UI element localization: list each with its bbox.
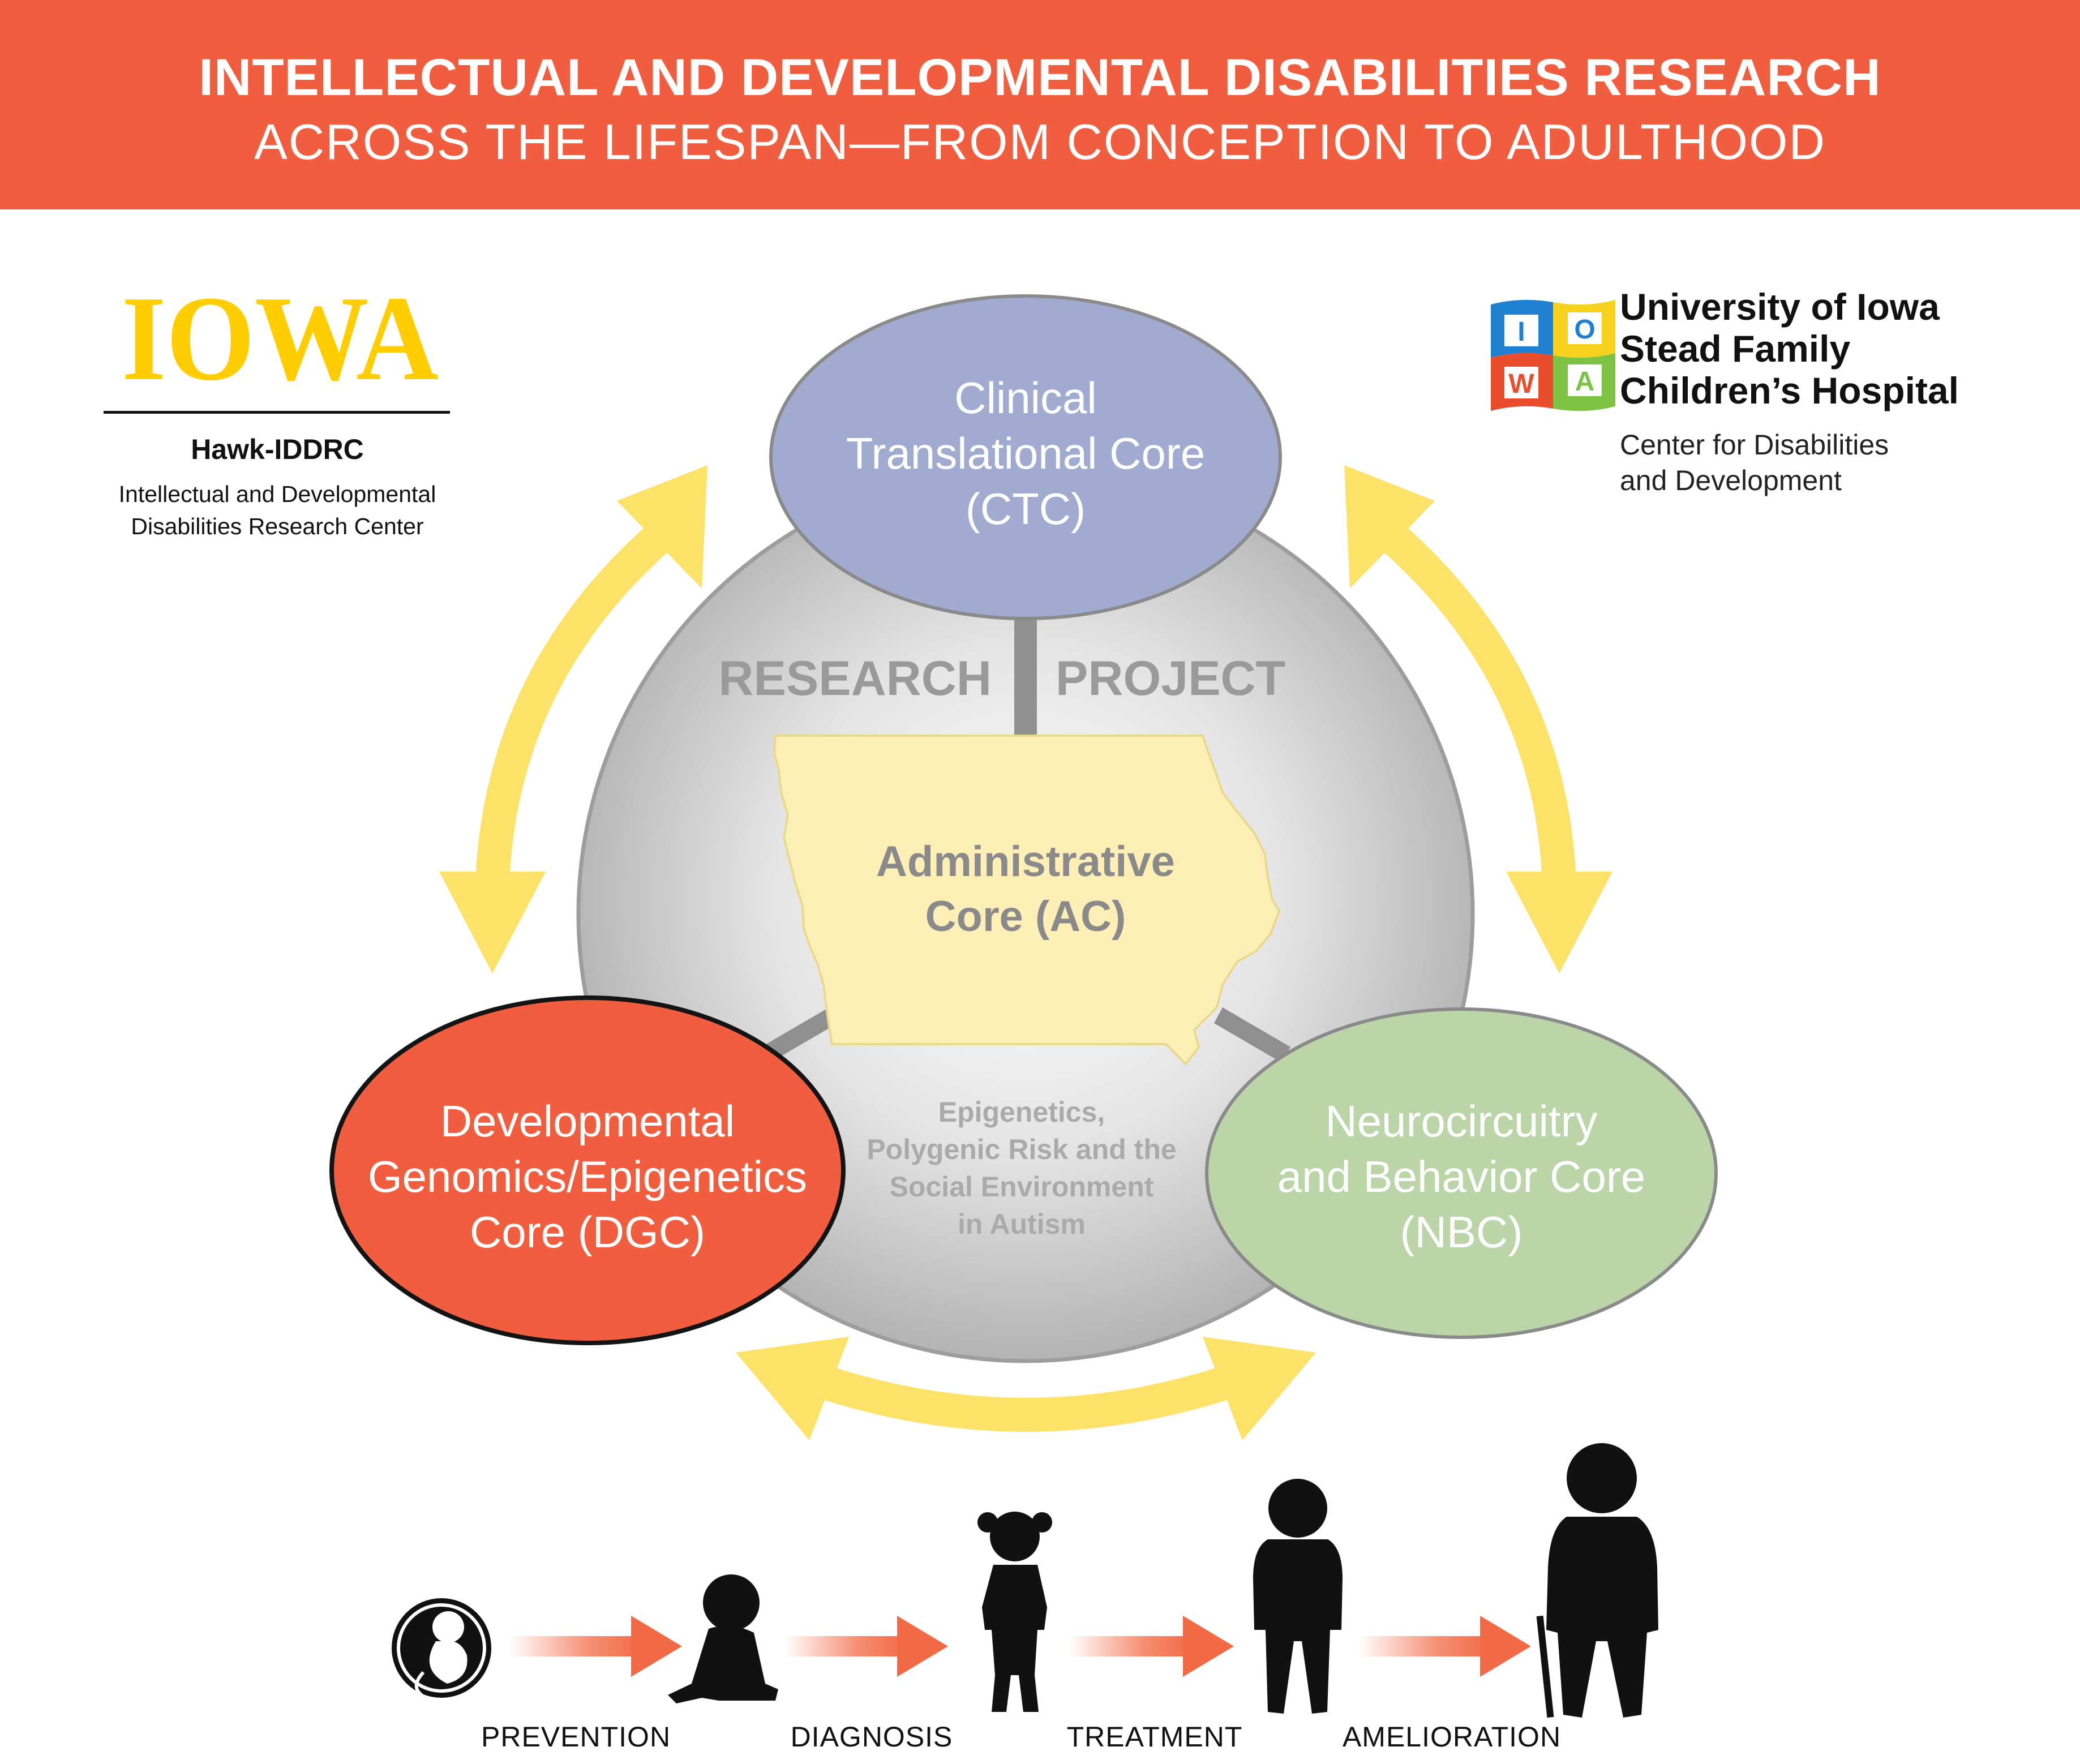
bottom-arrow-shaft: [824, 1367, 1228, 1432]
dgc-core-label: Core (DGC): [470, 1207, 705, 1257]
project-label: PROJECT: [1056, 651, 1285, 706]
arrow-head-icon: [617, 465, 707, 589]
connector-bar: [1214, 1007, 1290, 1063]
lifespan-arrow-shaft: [784, 1636, 906, 1656]
hospital-department-line: and Development: [1620, 465, 1842, 496]
flag-letter: A: [1575, 367, 1595, 397]
left-arrow-shaft: [475, 519, 676, 884]
hospital-name-line: Stead Family: [1620, 328, 1851, 370]
flag-tile: [1568, 312, 1602, 344]
dgc-core-ellipse: [329, 995, 846, 1345]
center-description-line: Disabilities Research Center: [131, 513, 424, 539]
flag-tile: [1504, 367, 1538, 398]
arrow-head-icon: [1203, 1337, 1316, 1440]
center-description: Intellectual and Developmental Disabilit…: [91, 478, 464, 543]
hospital-flag-logo: I O W A: [1491, 299, 1615, 411]
project-description: Epigenetics,: [938, 1096, 1105, 1128]
hospital-name-line: Children’s Hospital: [1620, 370, 1959, 411]
dgc-core-label: Developmental: [440, 1096, 735, 1146]
flag-letter: I: [1517, 317, 1525, 347]
arrow-head-icon: [1344, 465, 1435, 589]
nbc-core-label: (NBC): [1400, 1207, 1523, 1257]
teen-icon: [1253, 1479, 1343, 1714]
flag-letter: W: [1508, 369, 1534, 399]
research-label: RESEARCH: [718, 651, 992, 706]
lifespan-arrow-shaft: [1070, 1636, 1191, 1656]
stage-label-amelioration: AMELIORATION: [1342, 1721, 1562, 1753]
child-icon: [977, 1512, 1052, 1712]
project-description: in Autism: [958, 1208, 1086, 1240]
nbc-core-label: Neurocircuitry: [1325, 1096, 1597, 1146]
arrow-head-icon: [439, 872, 546, 973]
hospital-department: Center for Disabilities and Development: [1620, 427, 1889, 499]
lifespan-arrows: [509, 1616, 1531, 1677]
hospital-name: University of Iowa Stead Family Children…: [1620, 286, 1959, 411]
lifespan-arrow-head-icon: [1480, 1616, 1531, 1677]
right-arrow-shaft: [1375, 519, 1576, 884]
lifespan-arrow-shaft: [509, 1636, 642, 1656]
flag-tile: [1568, 364, 1602, 396]
lifespan-arrow-head-icon: [1183, 1616, 1234, 1677]
flag-letter: O: [1574, 315, 1595, 345]
arrow-head-icon: [1506, 872, 1612, 973]
flag-tile: [1504, 315, 1538, 346]
iowa-state-shape: [773, 735, 1281, 1066]
stage-label-diagnosis: DIAGNOSIS: [790, 1721, 953, 1753]
ctc-core-label: Translational Core: [846, 428, 1205, 478]
logo-divider: [104, 411, 450, 414]
admin-core-label: Core (AC): [925, 892, 1126, 941]
connector-bar: [1014, 611, 1037, 736]
project-description: Polygenic Risk and the: [867, 1134, 1176, 1165]
project-description: Social Environment: [890, 1171, 1154, 1203]
title-banner: INTELLECTUAL AND DEVELOPMENTAL DISABILIT…: [0, 0, 2080, 209]
nbc-core-ellipse: [1205, 1007, 1718, 1339]
connector-bar: [761, 1007, 838, 1063]
arrow-head-icon: [736, 1337, 849, 1440]
center-description-line: Intellectual and Developmental: [118, 481, 436, 507]
iowa-wordmark-text: IOWA: [122, 277, 439, 396]
banner-subtitle: ACROSS THE LIFESPAN—FROM CONCEPTION TO A…: [254, 114, 1826, 170]
dgc-core-label: Genomics/Epigenetics: [368, 1152, 807, 1201]
hospital-department-line: Center for Disabilities: [1620, 429, 1889, 461]
adult-icon: [1536, 1443, 1658, 1718]
lifespan-arrow-head-icon: [897, 1616, 948, 1677]
center-name: Hawk-IDDRC: [191, 434, 364, 465]
nbc-core-label: and Behavior Core: [1277, 1152, 1645, 1201]
lifespan-arrow-shaft: [1358, 1636, 1491, 1656]
stage-label-prevention: PREVENTION: [481, 1721, 671, 1753]
iowa-wordmark-logo: IOWA: [122, 277, 439, 396]
lifespan-arrow-head-icon: [631, 1616, 682, 1677]
fetus-icon: [392, 1598, 491, 1698]
stage-label-treatment: TREATMENT: [1066, 1721, 1243, 1753]
hospital-name-line: University of Iowa: [1620, 286, 1940, 328]
ctc-core-label: Clinical: [954, 373, 1096, 423]
baby-icon: [668, 1574, 778, 1703]
ctc-core-ellipse: [769, 294, 1282, 620]
banner-title: INTELLECTUAL AND DEVELOPMENTAL DISABILIT…: [199, 49, 1881, 106]
ctc-core-label: (CTC): [966, 484, 1086, 534]
admin-core-label: Administrative: [876, 838, 1175, 886]
